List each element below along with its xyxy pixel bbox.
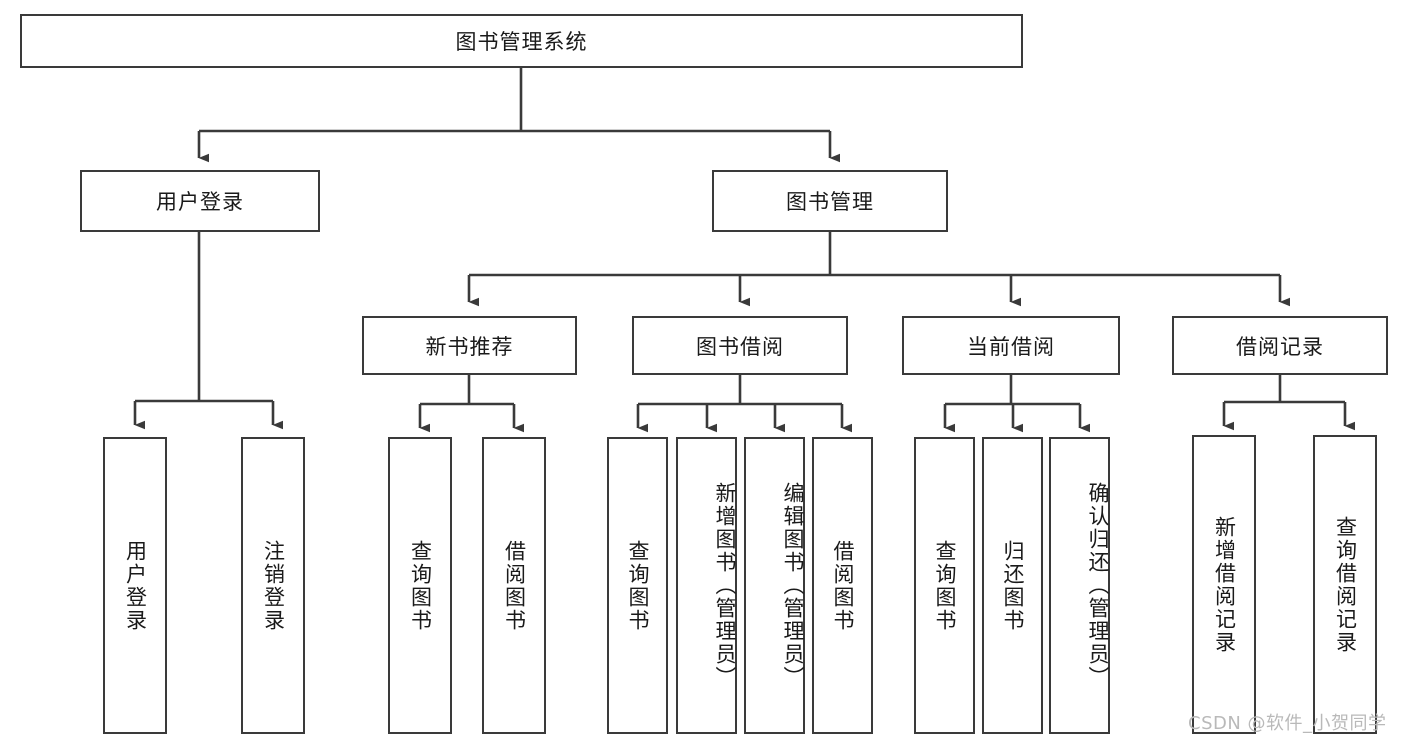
node-label: 编辑图书（管理员） xyxy=(781,482,805,689)
leaf-user-login[interactable]: 用户登录 xyxy=(103,437,167,734)
node-label: 查询借阅记录 xyxy=(1333,515,1358,654)
leaf-add-book-admin[interactable]: 新增图书（管理员） xyxy=(676,437,737,734)
node-label: 借阅记录 xyxy=(1236,334,1324,359)
node-user-login[interactable]: 用户登录 xyxy=(80,170,320,232)
node-borrow-record[interactable]: 借阅记录 xyxy=(1172,316,1388,375)
node-label: 确认归还（管理员） xyxy=(1086,482,1110,689)
leaf-query-book-recommend[interactable]: 查询图书 xyxy=(388,437,452,734)
node-book-borrow[interactable]: 图书借阅 xyxy=(632,316,848,375)
node-label: 归还图书 xyxy=(1001,539,1025,632)
node-label: 查询图书 xyxy=(933,539,957,632)
csdn-watermark: CSDN @软件_小贺同学 xyxy=(1188,713,1387,734)
leaf-query-borrow-record[interactable]: 查询借阅记录 xyxy=(1313,435,1377,734)
node-label: 借阅图书 xyxy=(831,539,855,632)
node-label: 用户登录 xyxy=(123,539,148,632)
node-label: 新增借阅记录 xyxy=(1212,515,1237,654)
leaf-query-book-borrow[interactable]: 查询图书 xyxy=(607,437,668,734)
leaf-logout[interactable]: 注销登录 xyxy=(241,437,305,734)
leaf-borrow-book[interactable]: 借阅图书 xyxy=(812,437,873,734)
node-label: 图书借阅 xyxy=(696,334,784,359)
leaf-query-book-current[interactable]: 查询图书 xyxy=(914,437,975,734)
node-label: 注销登录 xyxy=(261,539,286,632)
leaf-add-borrow-record[interactable]: 新增借阅记录 xyxy=(1192,435,1256,734)
node-current-borrow[interactable]: 当前借阅 xyxy=(902,316,1120,375)
node-label: 借阅图书 xyxy=(502,539,527,632)
node-label: 查询图书 xyxy=(408,539,433,632)
leaf-edit-book-admin[interactable]: 编辑图书（管理员） xyxy=(744,437,805,734)
node-label: 新增图书（管理员） xyxy=(713,482,737,689)
node-label: 当前借阅 xyxy=(967,334,1055,359)
node-label: 图书管理 xyxy=(786,190,874,214)
node-label: 图书管理系统 xyxy=(455,30,588,54)
node-root-system[interactable]: 图书管理系统 xyxy=(20,14,1023,68)
node-label: 新书推荐 xyxy=(425,334,514,359)
node-book-management[interactable]: 图书管理 xyxy=(712,170,948,232)
node-label: 查询图书 xyxy=(626,539,650,632)
leaf-borrow-book-recommend[interactable]: 借阅图书 xyxy=(482,437,546,734)
leaf-return-book[interactable]: 归还图书 xyxy=(982,437,1043,734)
leaf-confirm-return-admin[interactable]: 确认归还（管理员） xyxy=(1049,437,1110,734)
node-new-book-recommend[interactable]: 新书推荐 xyxy=(362,316,577,375)
node-label: 用户登录 xyxy=(156,190,244,214)
